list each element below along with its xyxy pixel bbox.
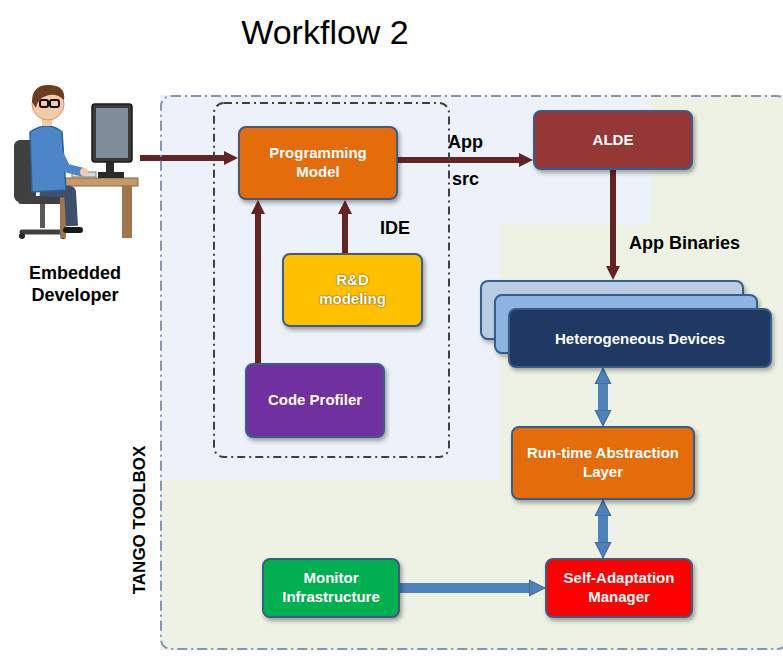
dash-dot-border [214, 103, 449, 457]
process-box: R&D modeling [282, 253, 423, 327]
process-box: Code Profiler [245, 363, 385, 438]
box-label: Run-time Abstraction Layer [519, 444, 687, 482]
block-arrow [598, 384, 608, 410]
block-arrow [598, 516, 608, 542]
dash-dot-border [161, 96, 783, 649]
process-box: Run-time Abstraction Layer [511, 426, 695, 500]
ide-group: Programming ModelR&D modelingCode Profil… [213, 102, 450, 458]
box-label: Monitor Infrastructure [271, 569, 391, 607]
block-arrow [400, 583, 529, 593]
node-label: Heterogeneous Devices [555, 330, 725, 347]
node-label: IDE [380, 218, 410, 239]
box-label: Self-Adaptation Manager [557, 569, 681, 607]
diagram-title: Workflow 2 [241, 13, 409, 52]
process-box: Programming Model [238, 126, 398, 200]
process-box: ALDE [533, 110, 693, 170]
developer-illustration [14, 85, 138, 239]
actor: Embedded Developer [10, 60, 140, 310]
flow-note: src [452, 169, 479, 190]
process-box: Monitor Infrastructure [262, 558, 400, 618]
flow-arrow [140, 155, 224, 161]
box-label: Code Profiler [268, 391, 362, 410]
toolbox-ground [160, 95, 783, 650]
box-label: ALDE [593, 131, 634, 150]
edge-label: App Binaries [629, 233, 740, 254]
flow-arrow [342, 214, 348, 253]
node-label: Embedded Developer [10, 263, 140, 306]
edge-label: App [448, 132, 483, 153]
flow-arrow [610, 170, 616, 266]
flow-arrow [398, 157, 519, 163]
box-label: Programming Model [258, 144, 378, 182]
box-label: R&D modeling [303, 271, 403, 309]
region-label: TANGO TOOLBOX [130, 446, 150, 595]
process-box: Self-Adaptation Manager [545, 558, 693, 618]
device-stack: Heterogeneous Devices [480, 280, 772, 368]
flow-arrow [255, 214, 261, 363]
